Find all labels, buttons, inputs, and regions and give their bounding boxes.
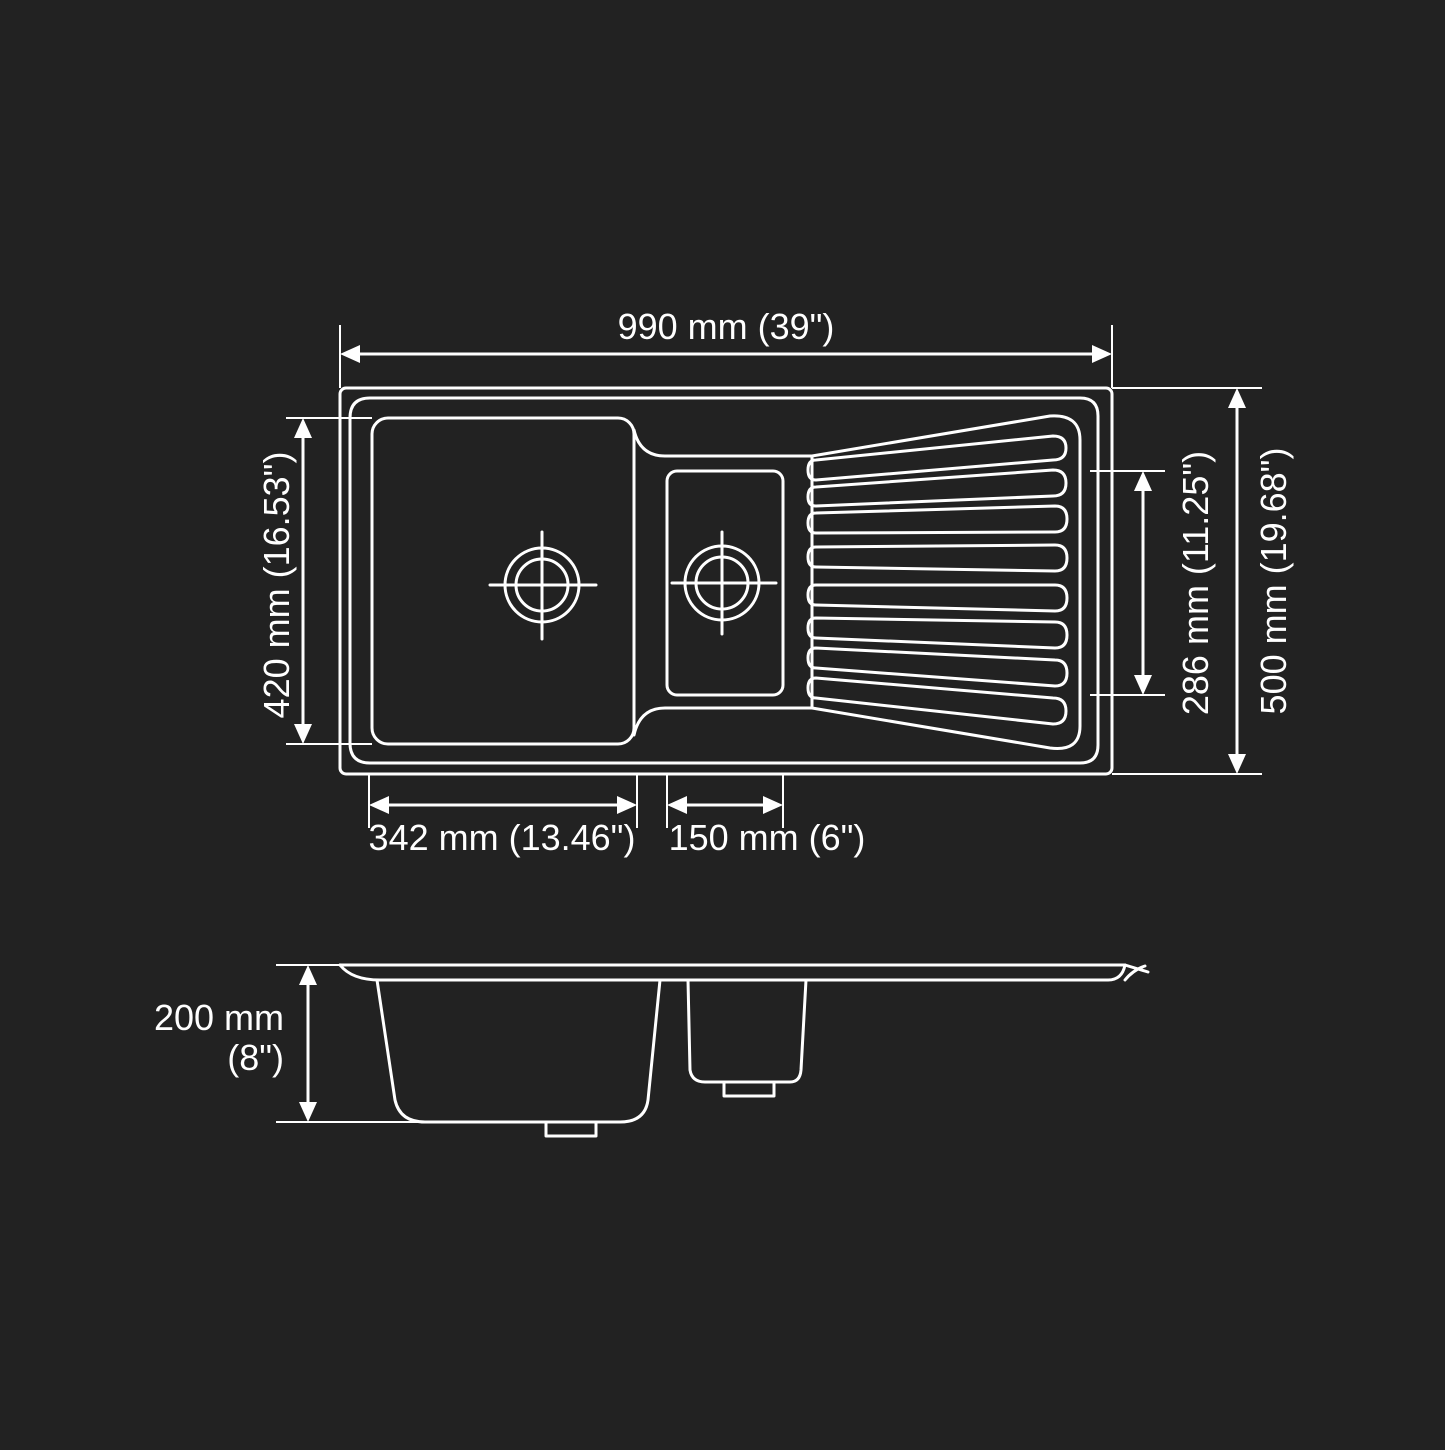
small-bowl xyxy=(665,469,785,697)
main-bowl xyxy=(370,416,636,746)
overall-width-label: 500 mm (19.68") xyxy=(1253,448,1294,715)
drainer-groove xyxy=(806,616,1069,650)
dimension-depth: 200 mm (8") xyxy=(154,964,425,1123)
drainer-groove xyxy=(806,504,1069,535)
side-small-bowl xyxy=(686,978,808,1084)
overall-length-label: 990 mm (39") xyxy=(618,306,835,347)
dimension-small-bowl-length: 286 mm (11.25") xyxy=(1090,451,1216,715)
drainer-groove xyxy=(806,434,1068,482)
side-main-bowl xyxy=(375,978,662,1124)
small-bowl-length-label: 286 mm (11.25") xyxy=(1175,451,1216,715)
sink-top-view xyxy=(338,386,1114,776)
dimension-overall-length: 990 mm (39") xyxy=(339,306,1113,388)
dimension-main-bowl-width: 342 mm (13.46") xyxy=(368,774,638,858)
drainer-groove xyxy=(806,676,1068,726)
drainer-groove xyxy=(806,468,1068,508)
sink-outer-rim xyxy=(338,386,1114,776)
main-bowl-length-label: 420 mm (16.53") xyxy=(256,452,297,719)
depth-label-line1: 200 mm xyxy=(154,997,284,1038)
dimension-small-bowl-width: 150 mm (6") xyxy=(666,774,866,858)
sink-side-view xyxy=(338,963,1150,1138)
depth-label-line2: (8") xyxy=(227,1037,284,1078)
small-bowl-drain-icon xyxy=(670,530,778,636)
drainer-groove xyxy=(806,543,1069,573)
dimension-main-bowl-length: 420 mm (16.53") xyxy=(256,417,372,745)
bowl-channel xyxy=(632,428,814,737)
side-small-bowl-waste xyxy=(722,1080,776,1098)
drainer-board xyxy=(810,414,1082,751)
drainer-groove xyxy=(806,583,1069,613)
small-bowl-width-label: 150 mm (6") xyxy=(669,817,866,858)
sink-inner-rim xyxy=(348,396,1100,765)
side-main-bowl-waste xyxy=(544,1120,598,1138)
main-bowl-drain-icon xyxy=(488,530,598,641)
drainer-grooves xyxy=(806,434,1069,726)
main-bowl-width-label: 342 mm (13.46") xyxy=(369,817,636,858)
drainer-groove xyxy=(806,646,1069,688)
dimension-overall-width: 500 mm (19.68") xyxy=(1112,387,1294,775)
